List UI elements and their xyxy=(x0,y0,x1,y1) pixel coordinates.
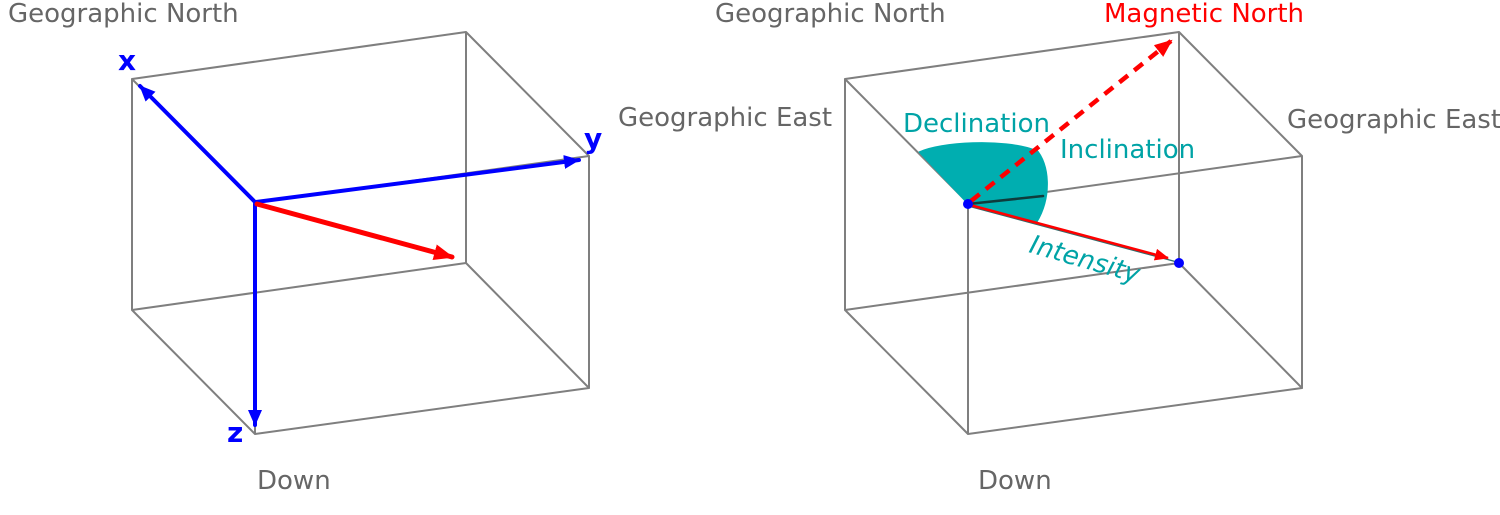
z-axis-label: z xyxy=(227,416,243,449)
field-vector-arrow xyxy=(254,201,455,260)
declination-label: Declination xyxy=(903,109,1050,139)
right-down-label: Down xyxy=(978,466,1052,496)
vector-tip-marker xyxy=(1174,258,1184,268)
horizontal-projection-line xyxy=(966,194,1045,206)
fan-edge-along-vector xyxy=(967,205,1178,263)
x-axis-label: x xyxy=(118,44,136,77)
y-axis-label: y xyxy=(584,122,602,155)
origin-point-marker xyxy=(963,199,973,209)
right-geographic-east-label: Geographic East xyxy=(1287,105,1500,135)
right-geographic-north-label: Geographic North xyxy=(715,0,946,29)
declination-angle-fan xyxy=(918,142,1036,205)
left-panel: Geographic North Geographic East Down x … xyxy=(8,0,832,496)
right-panel: Geographic North Magnetic North Geograph… xyxy=(715,0,1500,496)
inclination-label: Inclination xyxy=(1060,135,1195,165)
left-down-label: Down xyxy=(257,466,331,496)
magnetic-north-label: Magnetic North xyxy=(1104,0,1304,29)
magnetic-north-dashed-arrow xyxy=(969,39,1173,203)
left-geographic-north-label: Geographic North xyxy=(8,0,239,29)
x-axis-arrow xyxy=(138,84,257,204)
intensity-vector-arrow xyxy=(969,203,1169,261)
y-axis-arrow xyxy=(254,154,581,204)
left-geographic-east-label: Geographic East xyxy=(618,103,832,133)
